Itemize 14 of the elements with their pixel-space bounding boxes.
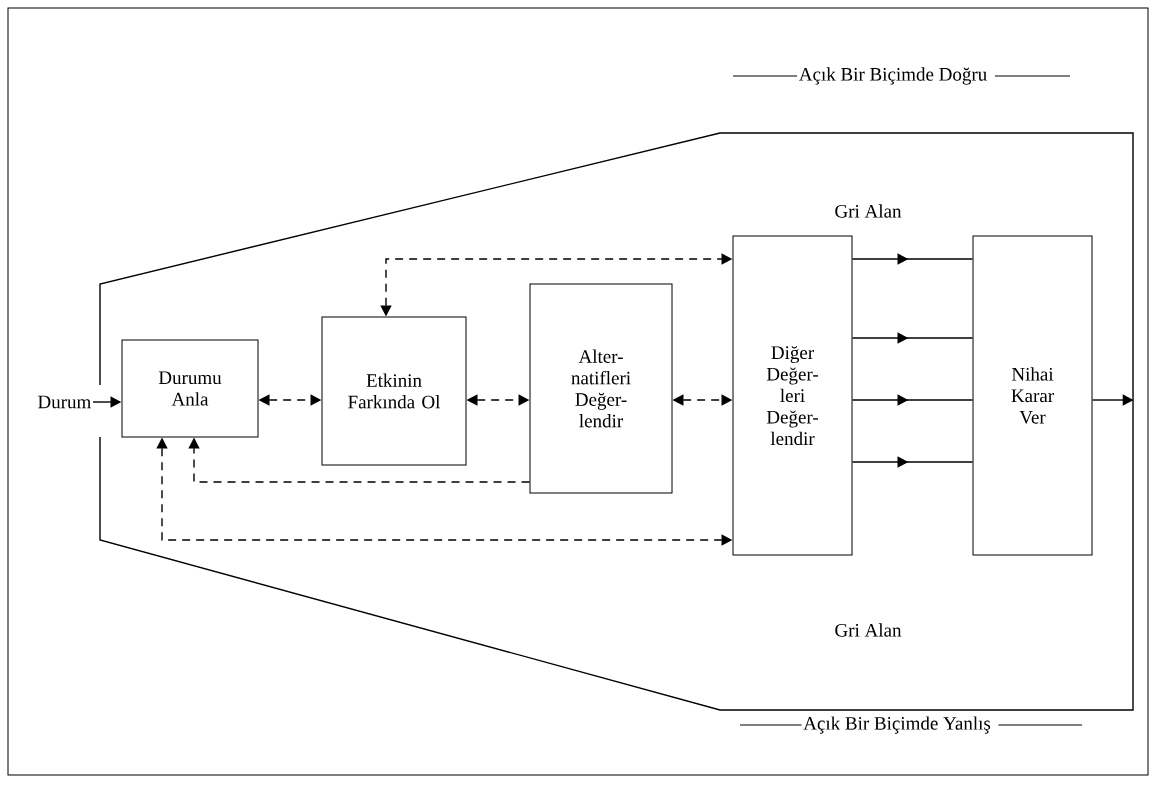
process-box: Durumu Anla (121, 339, 259, 438)
process-box: Diğer Değer- leri Değer- lendir (732, 235, 853, 556)
arrow (851, 253, 974, 265)
area-label: Gri Alan (835, 204, 902, 218)
process-box: Alter- natifleri Değer- lendir (529, 283, 673, 494)
boundary-label: Açık Bir Biçimde Doğru (732, 67, 987, 85)
arrow (851, 394, 974, 406)
process-box: Etkinin Farkında Ol (321, 316, 467, 466)
arrow (851, 332, 974, 344)
arrow (851, 456, 974, 468)
boundary-label: Açık Bir Biçimde Yanlış (739, 716, 991, 734)
input-label: Durum (38, 395, 91, 409)
process-box: Nihai Karar Ver (972, 235, 1093, 556)
area-label: Gri Alan (835, 623, 902, 637)
